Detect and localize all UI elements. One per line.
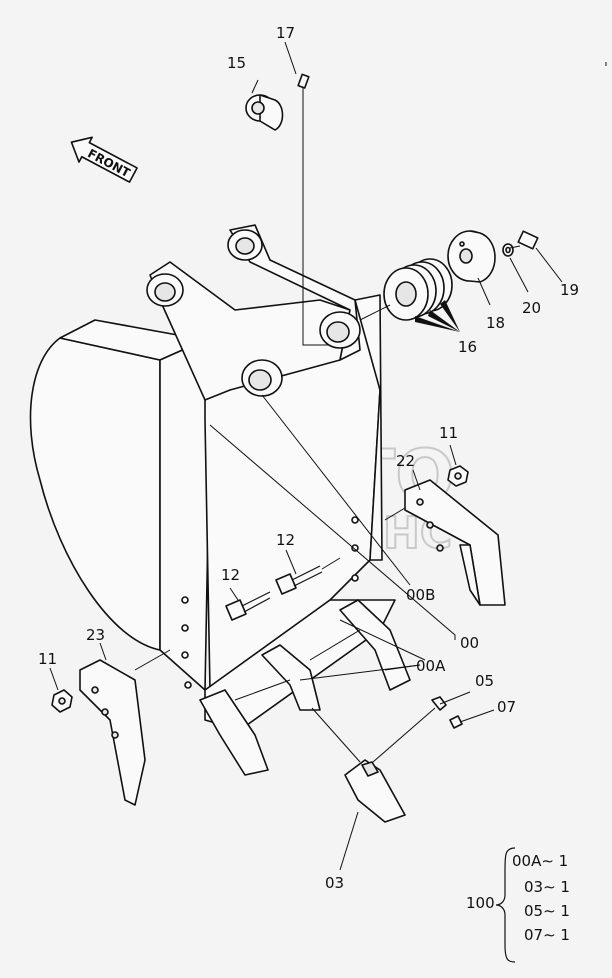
- part-17-pin: [297, 73, 310, 89]
- leader-07: [459, 709, 495, 723]
- kit-number: 100: [466, 894, 495, 912]
- part-22-side-cutter: [404, 479, 506, 606]
- bolt-axis-upper: [321, 557, 341, 570]
- leader-16: [415, 300, 460, 332]
- leader-03: [339, 811, 359, 871]
- leader-22: [412, 469, 421, 491]
- part-12-bolt-upper: [275, 565, 323, 595]
- adapter-pin-line: [234, 679, 291, 701]
- bolt-hole: [181, 651, 189, 659]
- part-11-nut-left: [51, 689, 73, 713]
- kit-brace: [495, 847, 516, 963]
- part-16-shims: [383, 258, 453, 321]
- leader-17: [284, 41, 297, 75]
- part-18-plate: [447, 230, 496, 283]
- bolt-hole: [351, 574, 359, 582]
- callout-00B: 00B: [406, 586, 435, 604]
- part-19-bolt: [509, 230, 539, 250]
- bolt-hole: [181, 624, 189, 632]
- boss-bore: [248, 369, 272, 391]
- callout-05: 05: [475, 672, 494, 690]
- kit-item-00A: 00A∼ 1: [512, 852, 568, 870]
- callout-11-right: 11: [439, 424, 458, 442]
- part-20-washer: [502, 243, 514, 257]
- bolt-hole: [351, 516, 359, 524]
- bolt-hole: [184, 681, 192, 689]
- callout-22: 22: [396, 452, 415, 470]
- leader-00A-3: [339, 619, 426, 661]
- leader-19: [535, 247, 563, 283]
- leader-22-axis: [384, 507, 406, 521]
- boss-bore: [154, 282, 176, 302]
- tooth-adapter: [199, 599, 411, 776]
- leader-17-drop: [302, 88, 330, 346]
- kit-item-03: 03∼ 1: [524, 878, 570, 896]
- callout-07: 07: [497, 698, 516, 716]
- bucket-shell-side: [29, 337, 161, 651]
- leader-05: [439, 691, 471, 705]
- shim-axis: [359, 304, 391, 321]
- right-side-plate: [354, 294, 383, 561]
- callout-00A: 00A: [416, 657, 446, 675]
- leader-00B: [261, 394, 411, 586]
- leader-11-left: [49, 667, 59, 691]
- part-12-bolt-lower: [225, 591, 271, 621]
- part-23-side-cutter: [79, 659, 146, 806]
- kit-legend: 100 00A∼ 1 03∼ 1 05∼ 1 07∼ 1: [466, 847, 570, 963]
- part-07-lock: [449, 715, 463, 729]
- callout-23: 23: [86, 626, 105, 644]
- kit-item-05: 05∼ 1: [524, 902, 570, 920]
- leader-00: [209, 424, 456, 640]
- leader-12-lower: [229, 587, 239, 601]
- leader-00A-2: [384, 664, 421, 671]
- callout-19: 19: [560, 281, 579, 299]
- leader-18: [477, 277, 491, 306]
- leader-23-axis: [134, 649, 171, 671]
- leader-12-upper: [285, 549, 297, 575]
- front-arrow-icon: FRONT: [70, 136, 138, 183]
- callout-18: 18: [486, 314, 505, 332]
- callout-12-upper: 12: [276, 531, 295, 549]
- leader-11-right: [449, 444, 457, 466]
- part-11-nut-right: [447, 465, 469, 487]
- part-03-tooth: [344, 759, 406, 823]
- callout-15: 15: [227, 54, 246, 72]
- part-15-bushing: [245, 94, 284, 131]
- callout-03: 03: [325, 874, 344, 892]
- tooth-install-line: [311, 707, 361, 763]
- bolt-hole: [351, 544, 359, 552]
- adapter-pin-line: [309, 629, 361, 661]
- kit-item-07: 07∼ 1: [524, 926, 570, 944]
- part-05-pin: [431, 696, 447, 711]
- boss-bore: [235, 237, 255, 255]
- leader-15: [251, 79, 259, 94]
- mounting-bracket: [146, 224, 361, 401]
- callout-16: 16: [458, 338, 477, 356]
- leader-23: [99, 642, 107, 661]
- callout-17: 17: [276, 24, 295, 42]
- boss-bore: [326, 321, 350, 343]
- bolt-hole: [181, 596, 189, 604]
- callout-12-lower: 12: [221, 566, 240, 584]
- front-arrow-label: FRONT: [85, 146, 133, 180]
- leader-20: [509, 257, 529, 293]
- pin-install-line: [372, 707, 436, 763]
- callout-00: 00: [460, 634, 479, 652]
- callout-20: 20: [522, 299, 541, 317]
- callout-11-left: 11: [38, 650, 57, 668]
